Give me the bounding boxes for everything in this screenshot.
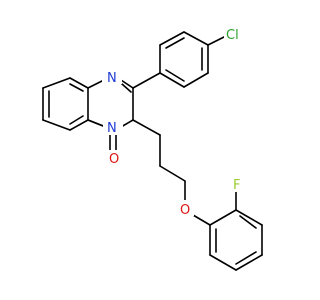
- bond: [121, 83, 132, 93]
- bond: [165, 37, 185, 49]
- atom-labels: N N O O F Cl: [102, 26, 246, 218]
- chlorine-label: Cl: [226, 28, 239, 43]
- label-bg: [224, 26, 246, 42]
- bond: [42, 77, 71, 89]
- bond: [235, 209, 263, 226]
- bond: [42, 119, 71, 131]
- bond: [183, 72, 209, 88]
- label-bg: [176, 200, 194, 216]
- molecule-structure: N N O O F Cl: [42, 26, 263, 271]
- bond: [159, 165, 186, 182]
- bond: [132, 119, 161, 136]
- bond: [209, 254, 237, 271]
- oxygen-ether-label: O: [180, 203, 190, 218]
- bond: [165, 69, 185, 82]
- bond: [69, 77, 89, 89]
- bonds: [42, 31, 263, 271]
- nitrogen-amide-label: N: [107, 121, 117, 136]
- bond: [235, 254, 263, 271]
- bond: [209, 209, 237, 226]
- bond: [159, 31, 185, 46]
- label-bg: [229, 176, 245, 192]
- molecule-canvas: N N O O F Cl: [42, 26, 263, 271]
- oxygen-carbonyl-label: O: [109, 152, 119, 167]
- bond: [69, 119, 89, 131]
- bond: [159, 72, 185, 88]
- bond: [132, 72, 161, 89]
- bond: [239, 215, 257, 229]
- nitrogen-ring-label: N: [107, 71, 117, 86]
- label-bg: [104, 150, 122, 166]
- label-bg: [102, 68, 122, 84]
- bond: [192, 214, 211, 226]
- bond: [69, 83, 84, 92]
- bond: [183, 31, 209, 46]
- bond: [207, 35, 227, 46]
- label-bg: [103, 119, 123, 135]
- bond: [235, 251, 257, 265]
- fluorine-label: F: [233, 178, 240, 193]
- bond: [69, 115, 84, 125]
